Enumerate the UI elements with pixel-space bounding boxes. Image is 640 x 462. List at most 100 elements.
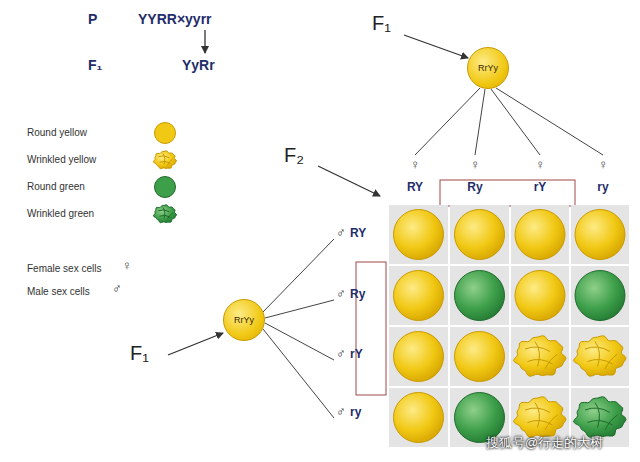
round-yellow-pea (394, 271, 444, 321)
key-text: Male sex cells (27, 286, 90, 297)
grid-cell (571, 205, 629, 264)
grid-cell (511, 205, 569, 264)
sex-symbol: ♀ (535, 158, 545, 172)
gamete-line (265, 323, 334, 360)
round-yellow-pea (394, 210, 444, 260)
watermark: 搜狐号@行走的大树 (486, 436, 603, 450)
wrinkled-yellow-pea (574, 336, 627, 377)
generation-label: F₁ (372, 12, 391, 34)
genotype-text: RrYy (478, 63, 498, 73)
pea-wrinkle (167, 159, 173, 166)
pea-wrinkle (535, 403, 540, 428)
pea-wrinkle (545, 354, 558, 369)
sex-symbol: ♂ (336, 347, 346, 361)
sex-symbol: ♂ (336, 287, 346, 301)
wrinkled-yellow-pea (514, 336, 567, 377)
sex-symbol: ♂ (112, 282, 122, 296)
sex-symbol: ♀ (122, 259, 132, 273)
pointer-arrow (318, 166, 380, 196)
pea-wrinkle (545, 415, 558, 430)
bracket-box (356, 262, 386, 395)
round-yellow-pea (515, 210, 565, 260)
generation-label: F₁ (88, 58, 102, 73)
pea-wrinkle (163, 153, 165, 164)
wrinkled-yellow-pea (514, 397, 567, 438)
generation-label: F₁ (130, 342, 149, 364)
grid-cell (450, 205, 509, 264)
round-green-pea (455, 271, 505, 321)
grid-cell (450, 266, 509, 325)
pea-wrinkle (605, 415, 618, 430)
sex-symbol: ♀ (470, 158, 480, 172)
punnett-grid (389, 205, 629, 447)
gamete-line (265, 300, 334, 318)
gamete-label: rY (534, 181, 547, 194)
pea-wrinkle (585, 408, 610, 413)
legend-swatch (154, 176, 176, 198)
bracket-box (440, 180, 575, 206)
round-yellow-pea (455, 210, 505, 260)
gamete-label: ry (597, 181, 608, 194)
legend-samples (153, 151, 176, 223)
sex-symbol: ♀ (410, 158, 420, 172)
pea-wrinkle (595, 403, 600, 428)
grid-cell (450, 327, 509, 386)
round-yellow-pea (455, 332, 505, 382)
generation-label: P (88, 12, 97, 27)
pointer-arrow (168, 333, 223, 355)
round-green-pea (575, 271, 625, 321)
round-yellow-pea (394, 332, 444, 382)
legend-swatch (154, 122, 176, 144)
grid-cell (389, 388, 448, 447)
sex-symbol: ♂ (336, 226, 346, 240)
pea-wrinkle (163, 207, 165, 218)
round-yellow-pea (575, 210, 625, 260)
pea-wrinkle (535, 342, 540, 367)
gamete-label: Ry (350, 288, 365, 301)
pea-wrinkle (525, 408, 550, 413)
wrinkled-green-pea (574, 397, 627, 438)
genotype-circle: RrYy (223, 299, 265, 341)
gamete-line (496, 88, 603, 155)
gamete-label: Ry (467, 181, 482, 194)
pea-wrinkle (167, 213, 173, 220)
cross-arrow (204, 30, 205, 53)
grid-cell (571, 327, 629, 386)
gamete-line (491, 89, 540, 155)
sex-symbol: ♂ (336, 405, 346, 419)
genotype-text: RrYy (234, 315, 254, 325)
grid-cell (511, 327, 569, 386)
grid-cell (511, 266, 569, 325)
key-text: Female sex cells (27, 263, 101, 274)
gamete-line (263, 329, 334, 418)
legend-text: Round green (27, 181, 85, 192)
gamete-lines (263, 88, 603, 418)
sex-symbol: ♀ (598, 158, 608, 172)
genotype-label: YyRr (182, 58, 215, 73)
pea-wrinkle (595, 342, 600, 367)
gamete-label: RY (350, 227, 366, 240)
gamete-line (415, 88, 480, 155)
grid-cell (389, 266, 448, 325)
gamete-line (263, 239, 334, 312)
genotype-cross: YYRR×yyrr (138, 12, 212, 27)
round-yellow-pea (515, 271, 565, 321)
gamete-label: RY (407, 181, 423, 194)
wrinkled-green-pea (153, 205, 176, 223)
legend-text: Wrinkled green (27, 208, 94, 219)
pea-wrinkle (605, 354, 618, 369)
legend-text: Wrinkled yellow (27, 154, 96, 165)
grid-cell (571, 266, 629, 325)
genotype-circle: RrYy (467, 47, 509, 89)
round-green-pea (455, 393, 505, 443)
grid-cell (389, 205, 448, 264)
round-yellow-pea (394, 393, 444, 443)
generation-label: F₂ (284, 144, 304, 166)
wrinkled-yellow-pea (153, 151, 176, 169)
grid-cell (389, 327, 448, 386)
gamete-label: ry (350, 406, 361, 419)
pea-wrinkle (525, 347, 550, 352)
gamete-line (475, 89, 485, 155)
pea-wrinkle (585, 347, 610, 352)
